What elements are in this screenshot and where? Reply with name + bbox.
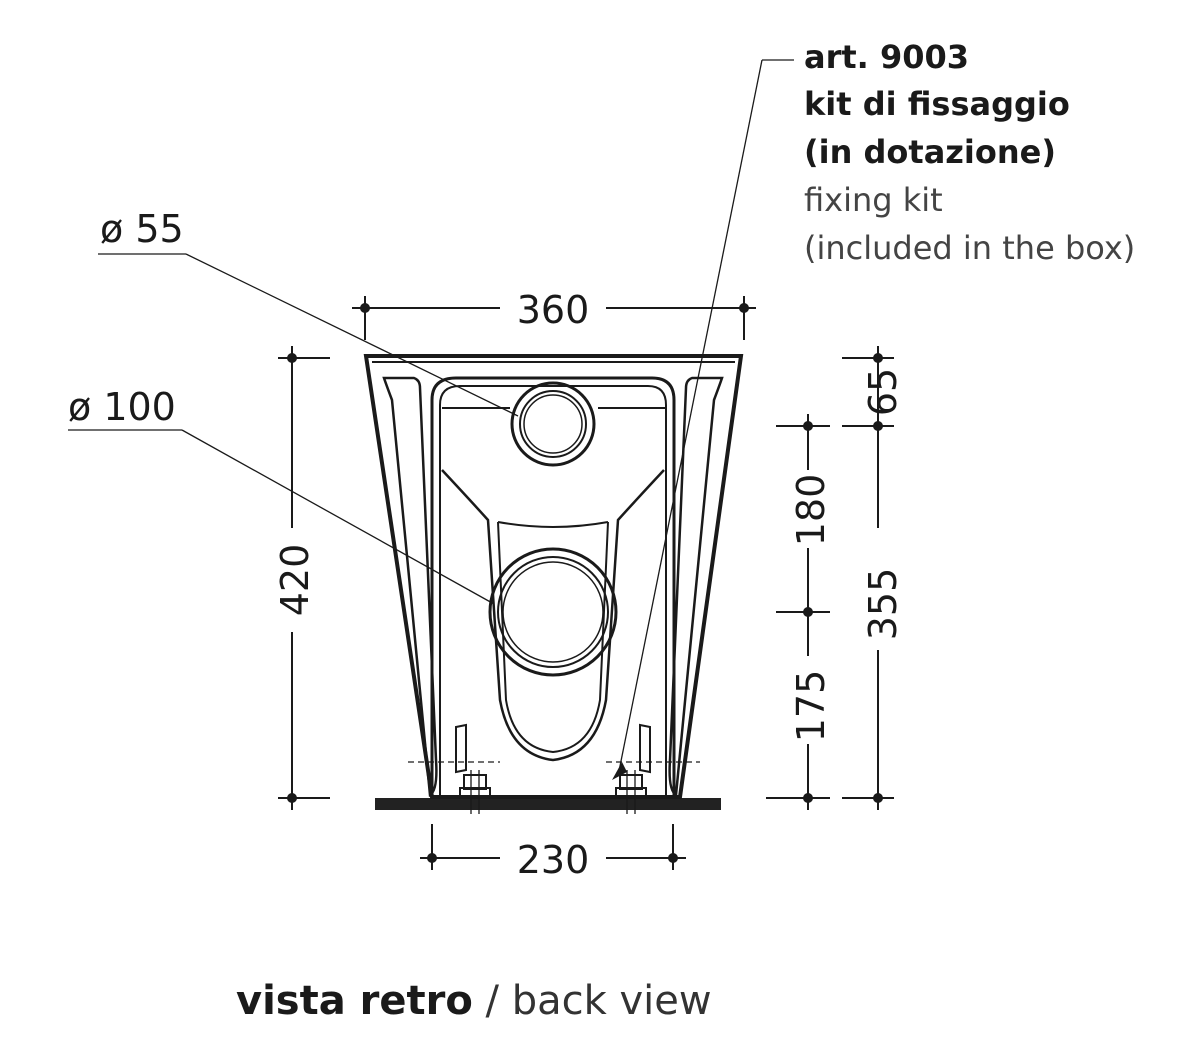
outlet-small — [510, 381, 596, 467]
dimension-top-outlet-height-label: 355 — [861, 568, 905, 641]
outlet-large — [488, 547, 618, 677]
dimension-total-height-label: 420 — [273, 544, 317, 617]
fixing-kit-name-en-1: fixing kit — [804, 181, 943, 219]
floor-slab — [375, 798, 721, 810]
fixing-kit-article: art. 9003 — [804, 38, 969, 76]
view-caption: vista retro / back view — [236, 978, 712, 1024]
fixing-kit-note: art. 9003 kit di fissaggio (in dotazione… — [804, 38, 1135, 267]
fixing-kit-name-it-2: (in dotazione) — [804, 133, 1056, 171]
dimension-top-width: 360 — [352, 288, 756, 340]
dimension-upper-offset-label: 65 — [861, 368, 905, 416]
outlet-small-label: ø 55 — [100, 207, 184, 251]
dimension-outlet-spacing-label: 180 — [789, 474, 833, 547]
dimension-base-width-label: 230 — [517, 838, 590, 882]
view-caption-english: back view — [512, 978, 712, 1024]
leader-small-outlet: ø 55 — [98, 207, 519, 417]
leader-fixing-kit — [612, 59, 794, 780]
fixing-kit-name-en-2: (included in the box) — [804, 229, 1135, 267]
view-caption-italian: vista retro — [236, 978, 473, 1024]
dimension-base-width: 230 — [420, 824, 686, 882]
dimension-right-column: 65 355 — [842, 346, 905, 810]
leader-large-outlet: ø 100 — [68, 385, 495, 605]
dimension-lower-outlet-label: 175 — [789, 670, 833, 743]
dimension-total-height: 420 — [273, 346, 330, 810]
outlet-large-label: ø 100 — [68, 385, 176, 429]
toilet-body — [363, 354, 744, 799]
fixing-bracket-right — [606, 723, 700, 814]
dimension-outlet-column: 180 175 — [766, 414, 833, 810]
view-caption-separator: / — [473, 978, 512, 1024]
fixing-bracket-left — [408, 723, 500, 814]
fixing-kit-name-it-1: kit di fissaggio — [804, 85, 1070, 123]
dimension-top-width-label: 360 — [517, 288, 590, 332]
